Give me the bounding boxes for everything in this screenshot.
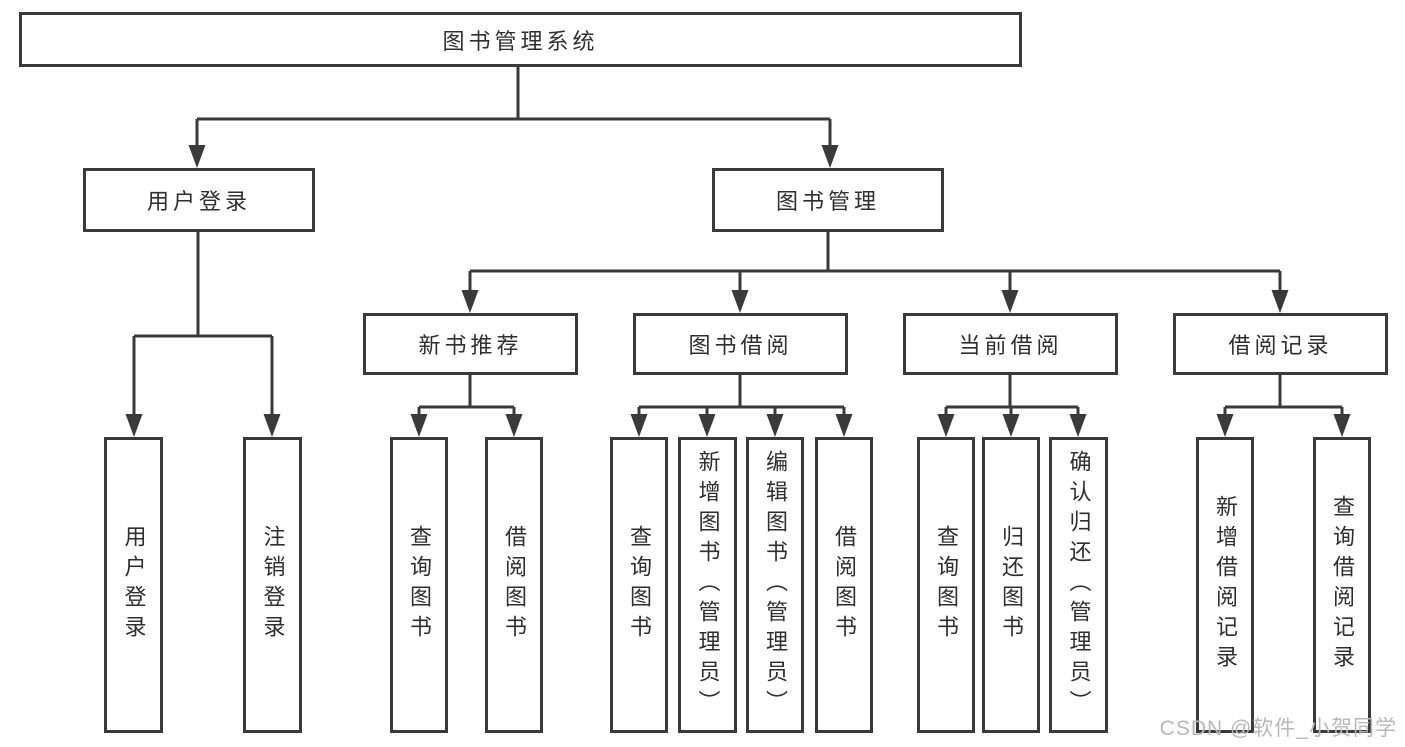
leaf-query-books-recommend: 查询图书 [390, 437, 448, 733]
node-new-book-recommend: 新书推荐 [363, 313, 578, 375]
watermark: CSDN @软件_小贺同学 [1159, 717, 1397, 740]
leaf-query-books-borrowing: 查询图书 [610, 437, 668, 733]
leaf-logout: 注销登录 [243, 437, 302, 733]
node-library-system: 图书管理系统 [19, 12, 1022, 67]
node-borrowing-records: 借阅记录 [1173, 313, 1388, 375]
leaf-add-borrow-record: 新增借阅记录 [1196, 437, 1254, 733]
leaf-confirm-return-admin: 确认归还（管理员） [1049, 437, 1108, 733]
node-current-borrowing: 当前借阅 [903, 313, 1118, 375]
node-book-borrowing: 图书借阅 [633, 313, 848, 375]
leaf-query-borrow-record: 查询借阅记录 [1313, 437, 1371, 733]
node-book-management: 图书管理 [712, 168, 944, 232]
leaf-return-books: 归还图书 [982, 437, 1040, 733]
leaf-edit-books-admin: 编辑图书（管理员） [746, 437, 804, 733]
leaf-add-books-admin: 新增图书（管理员） [678, 437, 737, 733]
leaf-user-login: 用户登录 [104, 437, 163, 733]
leaf-borrow-books-recommend: 借阅图书 [485, 437, 543, 733]
leaf-query-books-current: 查询图书 [917, 437, 975, 733]
node-user-login: 用户登录 [83, 168, 315, 232]
leaf-borrow-books-borrowing: 借阅图书 [815, 437, 873, 733]
